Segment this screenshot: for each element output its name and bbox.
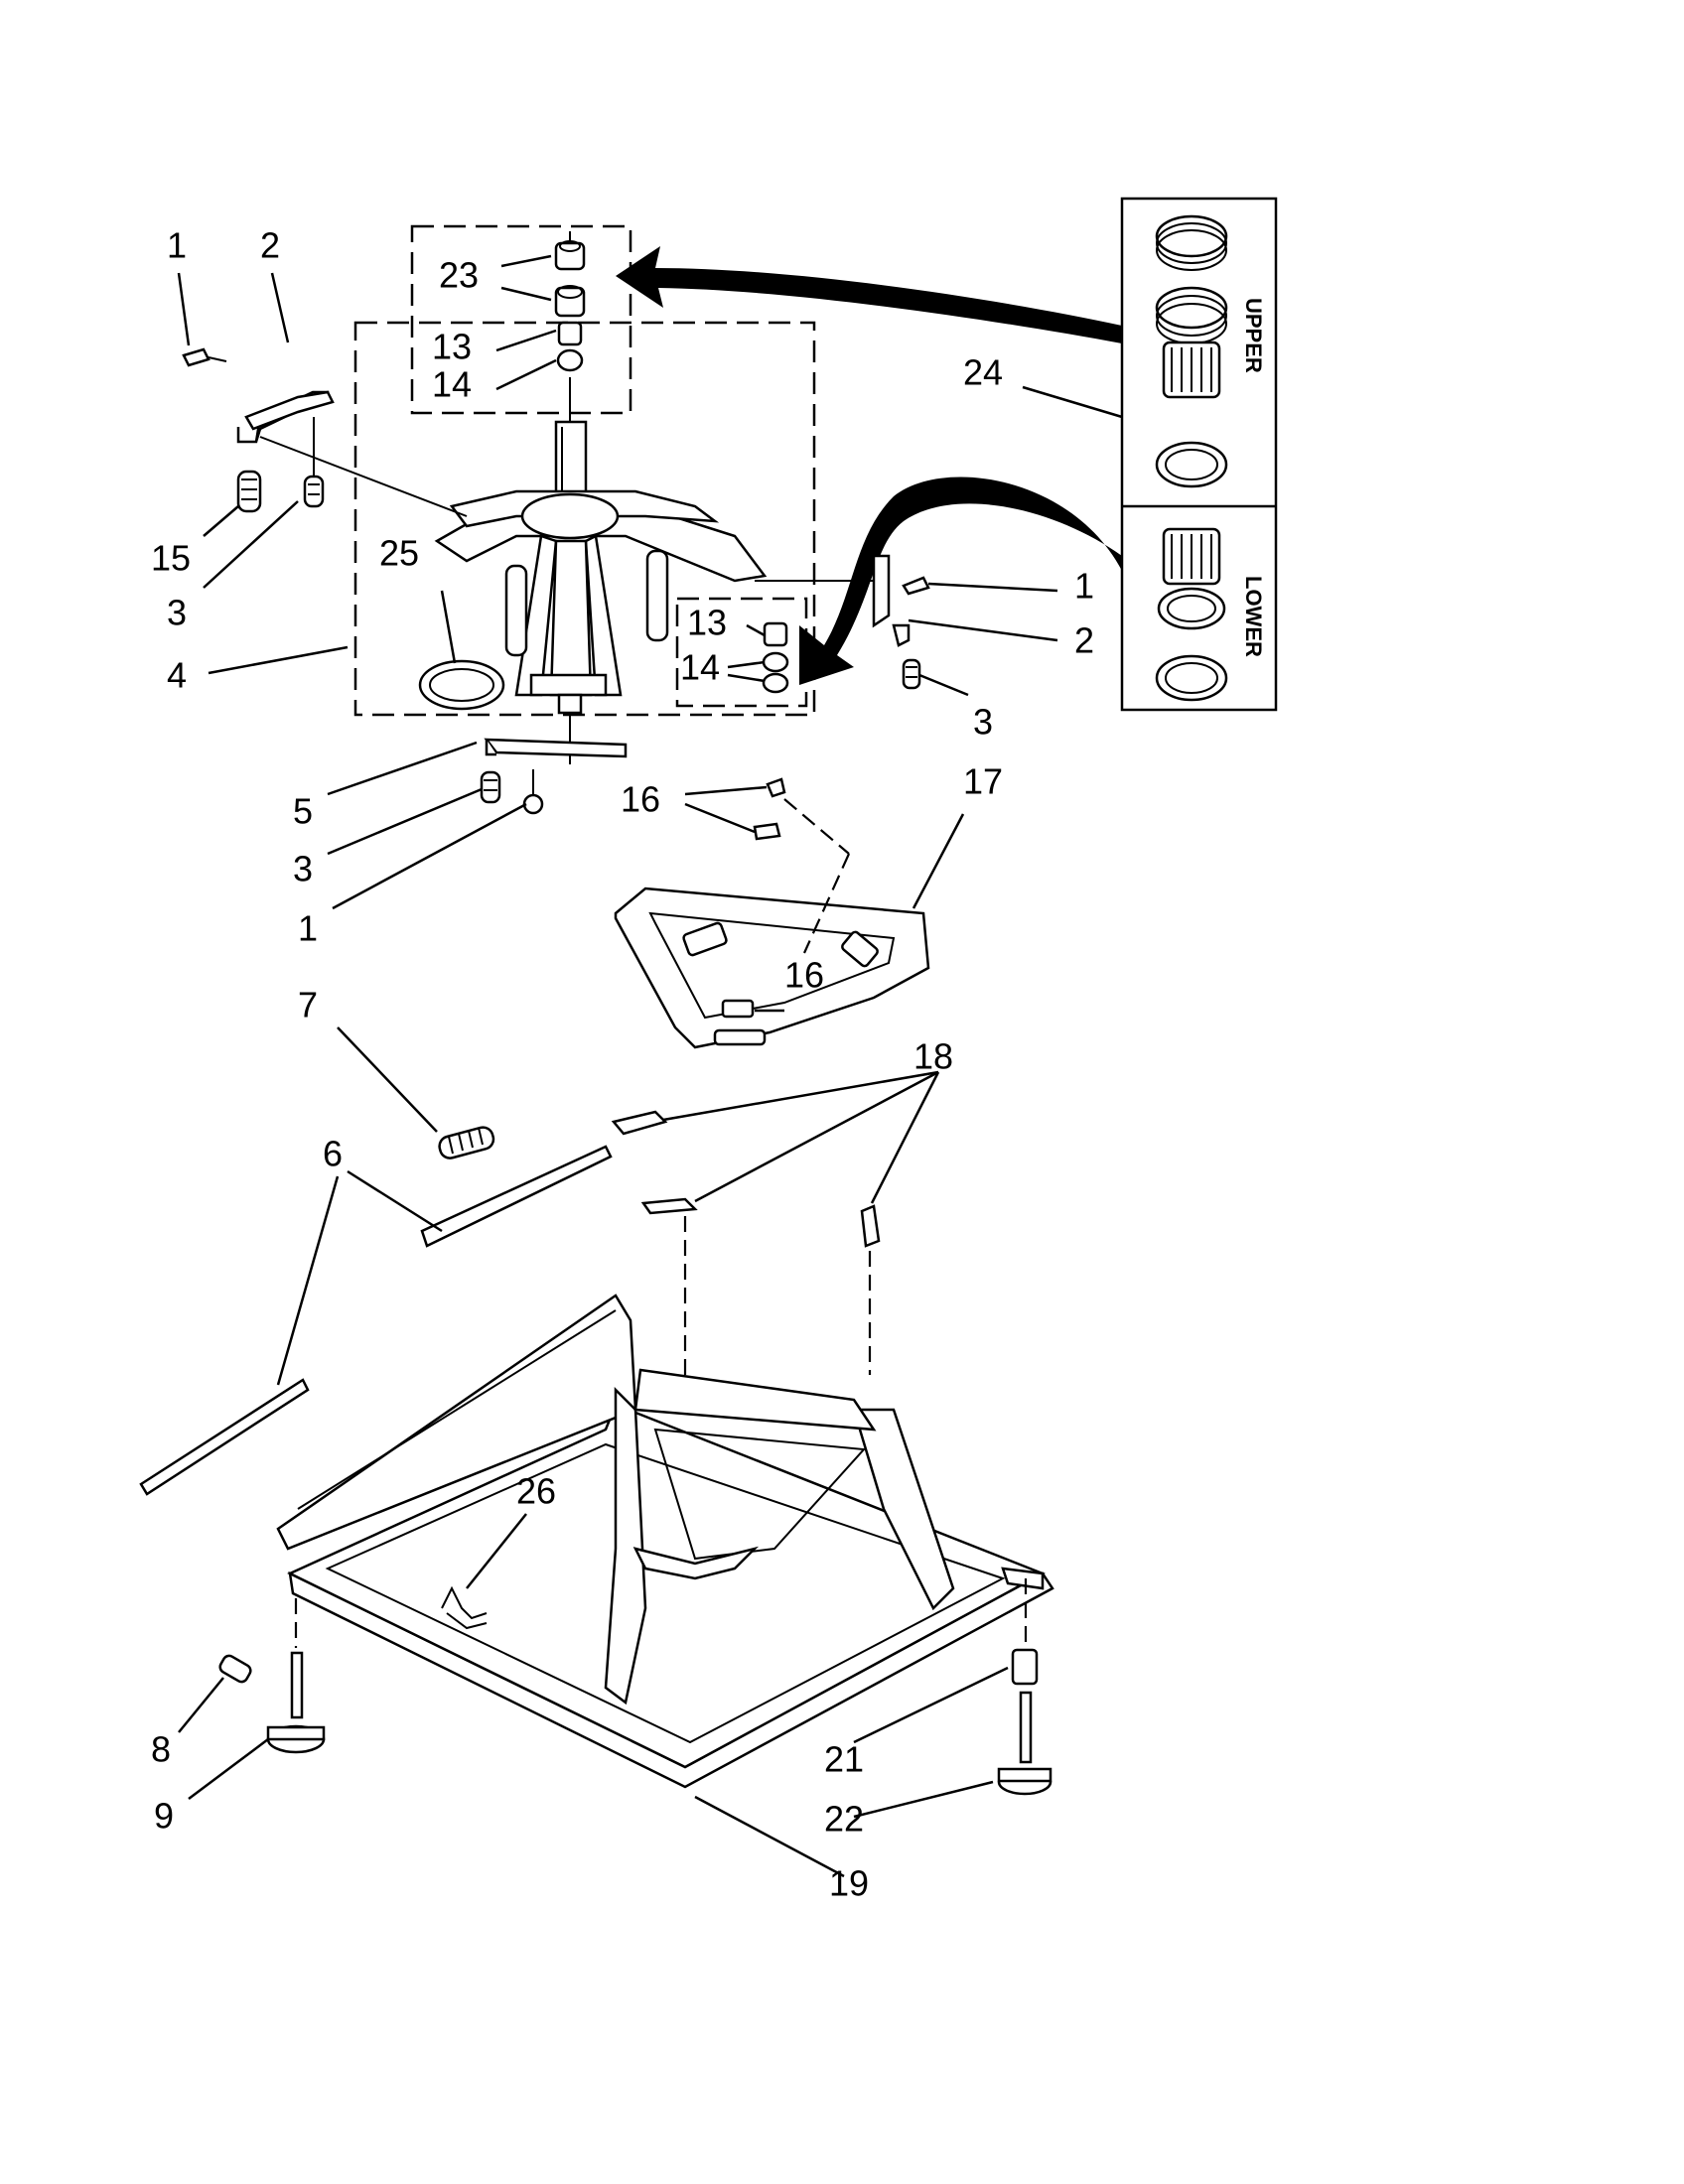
- leader-lines: [177, 254, 1123, 1878]
- callout-16: 16: [621, 779, 660, 820]
- right-bracket-assembly: [755, 554, 930, 690]
- callout-9: 9: [154, 1796, 174, 1837]
- callout-2: 2: [1074, 620, 1094, 661]
- callout-22: 22: [824, 1799, 864, 1840]
- callout-15: 15: [151, 538, 191, 579]
- callout-labels: 1 2 15 3 4 25 23 13 14 13 14 24 1 2 3 5 …: [151, 225, 1094, 1904]
- rails-6: [139, 1145, 613, 1496]
- callout-4: 4: [167, 655, 187, 696]
- foot-left: [218, 1598, 326, 1754]
- lower-bearing-stack: [762, 621, 789, 694]
- callout-7: 7: [298, 985, 318, 1025]
- callout-23: 23: [439, 255, 479, 296]
- callout-13: 13: [432, 327, 472, 367]
- callout-6: 6: [323, 1134, 343, 1174]
- callout-14: 14: [432, 364, 472, 405]
- transmission-spider: [434, 377, 768, 764]
- tub-frame-17: [614, 777, 930, 1049]
- callout-3: 3: [973, 702, 993, 743]
- callout-2: 2: [260, 225, 280, 266]
- callout-1: 1: [167, 225, 187, 266]
- brackets-18: [611, 1110, 881, 1390]
- left-bracket-assembly: [182, 347, 468, 517]
- callout-1: 1: [1074, 566, 1094, 607]
- callout-14: 14: [680, 647, 720, 688]
- callout-18: 18: [913, 1036, 953, 1077]
- callout-17: 17: [963, 761, 1003, 802]
- bearing-kit-box: UPPER LOWER: [1120, 197, 1278, 712]
- kit-arrows: [616, 246, 1122, 685]
- callout-19: 19: [829, 1863, 869, 1904]
- lower-label: LOWER: [1241, 576, 1266, 657]
- callout-21: 21: [824, 1739, 864, 1780]
- seal-ring-25: [418, 659, 505, 711]
- hook-26: [441, 1585, 488, 1630]
- callout-26: 26: [516, 1471, 556, 1512]
- callout-16: 16: [784, 955, 824, 996]
- dashed-box-outer: [353, 321, 816, 717]
- callout-13: 13: [687, 603, 727, 643]
- callout-25: 25: [379, 533, 419, 574]
- callout-3: 3: [293, 849, 313, 889]
- callout-5: 5: [293, 791, 313, 832]
- callout-24: 24: [963, 352, 1003, 393]
- spring-7: [438, 1126, 495, 1160]
- upper-bearing-stack: [554, 231, 586, 372]
- callout-1: 1: [298, 908, 318, 949]
- base-frame-19: [276, 1294, 1054, 1789]
- foot-right: [997, 1578, 1052, 1796]
- dashed-box-upper-bearings: [410, 224, 632, 415]
- lower-bracket-assembly: [480, 738, 628, 815]
- dashed-box-lower-bearings: [675, 597, 808, 708]
- upper-label: UPPER: [1241, 298, 1266, 373]
- callout-3: 3: [167, 593, 187, 633]
- callout-8: 8: [151, 1729, 171, 1770]
